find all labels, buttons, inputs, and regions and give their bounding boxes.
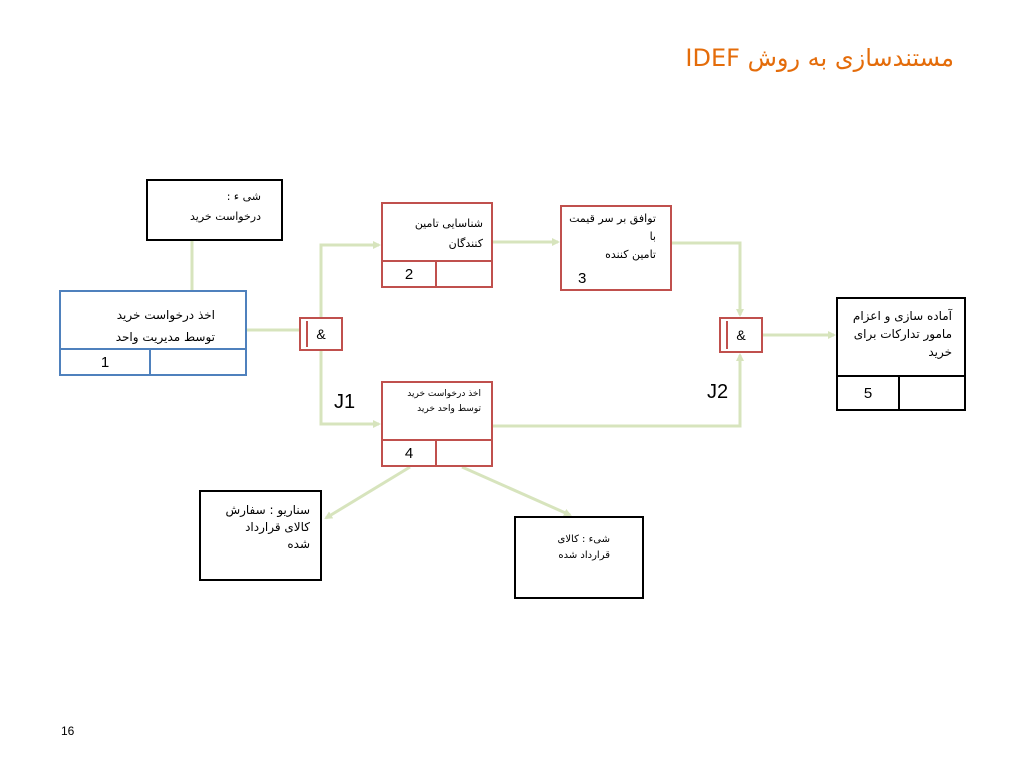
junction-label-j2: J2 (707, 381, 729, 403)
uob-label: اخذ درخواست خرید توسط واحد خرید (407, 389, 481, 414)
uob-number-cell: 1 (61, 350, 151, 374)
link-uob4-j2 (493, 353, 744, 428)
scenario-contracted-goods-order[interactable]: سناریو : سفارش کالای قرارداد شده (199, 490, 322, 581)
object-purchase-request[interactable]: شی ء : درخواست خرید (146, 179, 283, 241)
slide-title: مستندسازی به روش IDEF (685, 44, 954, 72)
uob-reference-cell (437, 441, 491, 465)
junction-symbol: & (316, 326, 326, 342)
junction-and-j1[interactable]: & (299, 317, 343, 351)
uob-number: 3 (578, 270, 587, 287)
uob-footer: 5 (838, 375, 964, 409)
uob-reference-cell (900, 377, 964, 409)
uob-reference-cell (151, 350, 245, 374)
object-label: شیء : کالای قرارداد شده (557, 534, 610, 561)
junction-label-j1: J1 (334, 391, 356, 413)
unit-of-behavior-5[interactable]: آماده سازی و اعزام مامور تدارکات برای خر… (836, 297, 966, 411)
unit-of-behavior-3[interactable]: توافق بر سر قیمت با تامین کننده 3 (560, 205, 672, 291)
unit-of-behavior-1[interactable]: اخذ درخواست خرید توسط مدیریت واحد 1 (59, 290, 247, 376)
page-number: 16 (61, 724, 75, 738)
unit-of-behavior-2[interactable]: شناسایی تامین کنندگان 2 (381, 202, 493, 288)
link-uob4-object2 (461, 465, 572, 517)
uob-number-cell: 5 (838, 377, 900, 409)
object-label: شی ء : درخواست خرید (190, 190, 261, 223)
uob-number: 4 (404, 444, 414, 462)
uob-number: 5 (863, 384, 873, 402)
uob-number: 2 (404, 265, 414, 283)
link-j1-uob4 (319, 351, 381, 428)
uob-footer: 1 (61, 348, 245, 374)
uob-footer: 2 (383, 260, 491, 286)
object-contracted-goods[interactable]: شیء : کالای قرارداد شده (514, 516, 644, 599)
uob-label: اخذ درخواست خرید توسط مدیریت واحد (115, 308, 215, 344)
uob-footer: 4 (383, 439, 491, 465)
uob-reference-cell (437, 262, 491, 286)
scenario-label: سناریو : سفارش کالای قرارداد شده (225, 503, 310, 551)
link-uob3-j2 (672, 241, 744, 317)
unit-of-behavior-4[interactable]: اخذ درخواست خرید توسط واحد خرید 4 (381, 381, 493, 467)
uob-number-cell: 4 (383, 441, 437, 465)
junction-and-j2[interactable]: & (719, 317, 763, 353)
uob-label: شناسایی تامین کنندگان (414, 217, 483, 250)
uob-number-cell: 2 (383, 262, 437, 286)
junction-inner-border (726, 321, 759, 349)
link-uob4-scenario (324, 465, 411, 520)
uob-number: 1 (100, 353, 110, 371)
link-j1-uob2 (319, 241, 381, 317)
junction-symbol: & (736, 327, 746, 343)
uob-label: توافق بر سر قیمت با تامین کننده (569, 212, 656, 261)
uob-label: آماده سازی و اعزام مامور تدارکات برای خر… (852, 309, 952, 359)
junction-inner-border (306, 321, 339, 347)
